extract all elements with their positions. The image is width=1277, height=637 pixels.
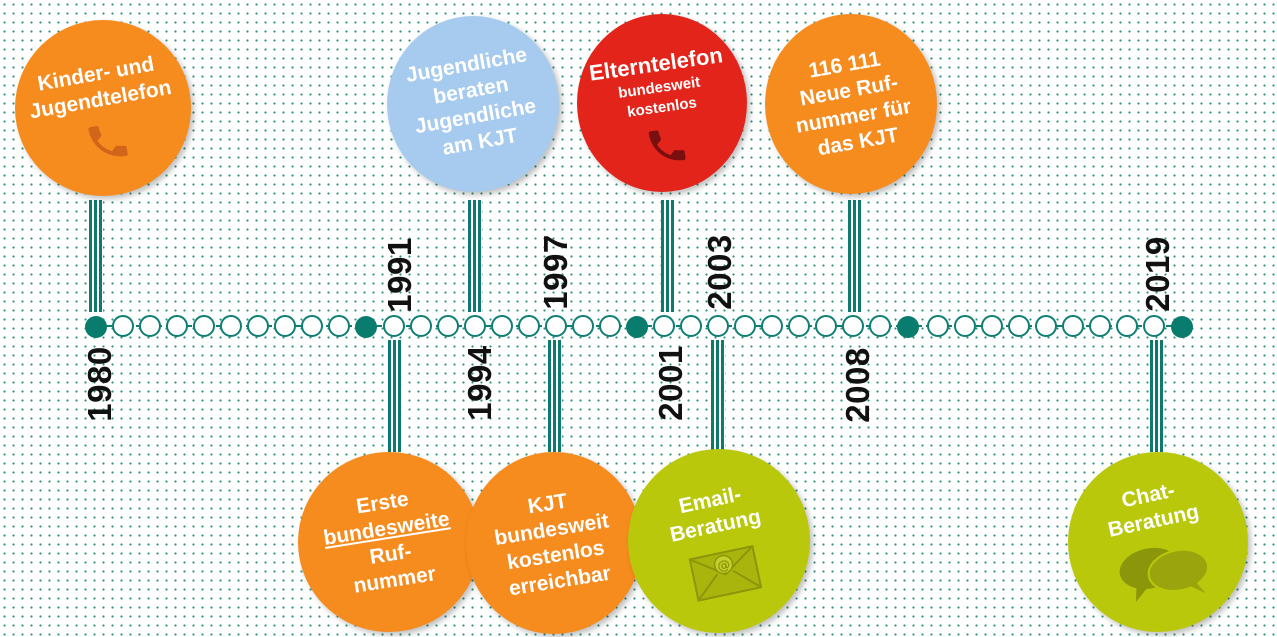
timeline-marker [842, 315, 864, 337]
event-bubble-2003: Email- Beratung @ [628, 449, 810, 633]
connector-2019 [1150, 340, 1164, 452]
timeline-marker [139, 315, 161, 337]
year-label-1991: 1991 [381, 237, 418, 313]
phone-icon [648, 130, 686, 161]
connector-1997 [548, 340, 562, 452]
timeline-marker [410, 315, 432, 337]
timeline-marker [1062, 315, 1084, 337]
timeline-node [897, 316, 919, 338]
event-bubble-2001: Elterntelefon bundesweit kostenlos [577, 14, 747, 192]
timeline-marker [437, 315, 459, 337]
timeline-marker [301, 315, 323, 337]
year-label-2008: 2008 [839, 347, 876, 423]
timeline-marker [927, 315, 949, 337]
connector-1994 [468, 200, 482, 312]
timeline-node [626, 316, 648, 338]
timeline-marker [761, 315, 783, 337]
timeline-marker [491, 315, 513, 337]
event-text: nummer [352, 562, 438, 598]
connector-1991 [388, 340, 402, 452]
timeline-marker [981, 315, 1003, 337]
connector-2003 [711, 340, 725, 452]
timeline-marker [112, 315, 134, 337]
timeline-marker [1035, 315, 1057, 337]
year-label-1997: 1997 [537, 234, 574, 310]
timeline-marker [599, 315, 621, 337]
year-label-2019: 2019 [1139, 236, 1176, 312]
timeline-node [85, 316, 107, 338]
timeline-marker [220, 315, 242, 337]
timeline-marker [518, 315, 540, 337]
timeline-marker [1008, 315, 1030, 337]
connector-2008 [848, 200, 862, 312]
envelope-icon: @ [688, 544, 763, 602]
timeline-marker [247, 315, 269, 337]
timeline-marker [815, 315, 837, 337]
timeline-marker [274, 315, 296, 337]
timeline-marker [653, 315, 675, 337]
timeline-marker [734, 315, 756, 337]
connector-2001 [661, 200, 675, 312]
event-bubble-1991: Erste bundesweite Ruf- nummer [298, 452, 480, 632]
timeline-marker [545, 315, 567, 337]
year-label-1994: 1994 [461, 345, 498, 421]
chat-bubbles-icon [1119, 547, 1209, 602]
timeline-marker [1116, 315, 1138, 337]
event-bubble-1997: KJT bundesweit kostenlos erreichbar [466, 452, 642, 634]
timeline-marker [869, 315, 891, 337]
connector-1980 [89, 200, 103, 312]
timeline-marker [572, 315, 594, 337]
timeline-marker [193, 315, 215, 337]
timeline-marker [464, 315, 486, 337]
timeline-marker [166, 315, 188, 337]
timeline-marker [383, 315, 405, 337]
event-bubble-2019: Chat- Beratung [1068, 452, 1248, 632]
event-bubble-1980: Kinder- und Jugendtelefon [15, 20, 191, 196]
svg-text:@: @ [716, 557, 732, 574]
timeline-marker [680, 315, 702, 337]
timeline-node [1171, 316, 1193, 338]
timeline-marker [954, 315, 976, 337]
year-label-2003: 2003 [701, 234, 738, 310]
timeline-marker [707, 315, 729, 337]
event-bubble-1994: Jugendliche beraten Jugendliche am KJT [387, 16, 559, 192]
timeline-marker [1089, 315, 1111, 337]
event-bubble-2008: 116 111 Neue Ruf- nummer für das KJT [765, 14, 937, 194]
year-label-1980: 1980 [81, 346, 118, 422]
year-label-2001: 2001 [652, 345, 689, 421]
timeline-marker [788, 315, 810, 337]
timeline-marker [1143, 315, 1165, 337]
timeline-node [355, 316, 377, 338]
phone-icon [88, 126, 128, 157]
timeline-marker [328, 315, 350, 337]
